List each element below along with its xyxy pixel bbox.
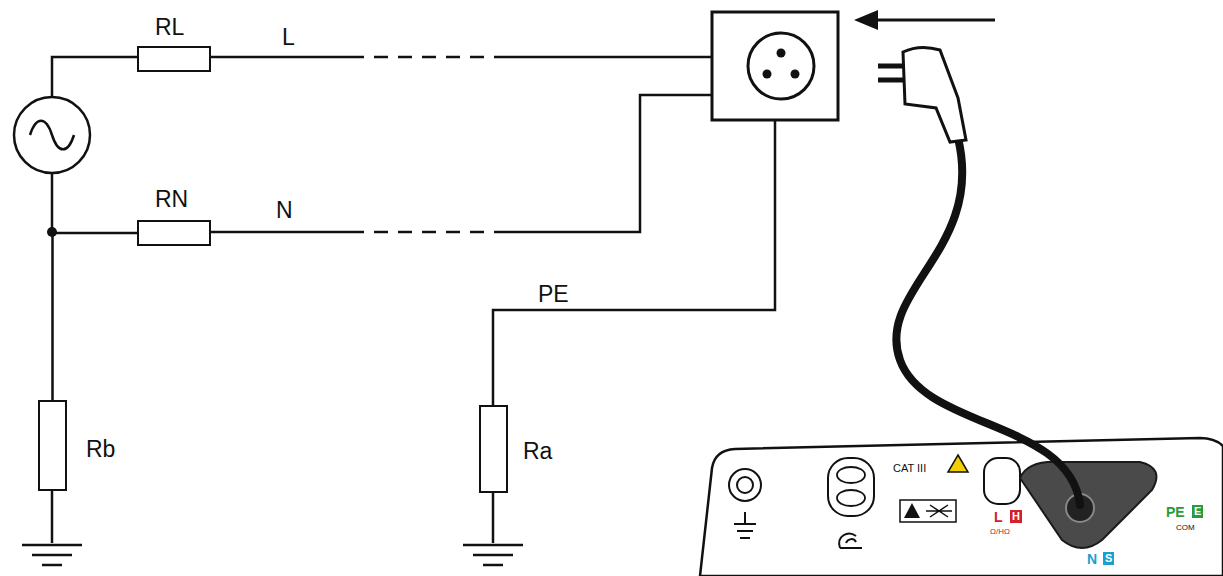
terminal-label: N [276, 199, 293, 222]
line-wire [210, 56, 712, 59]
earth-wire [492, 492, 495, 543]
test-plug-connector [1020, 462, 1156, 548]
neutral-wire [210, 95, 712, 232]
terminal-label: CAT III [893, 463, 926, 474]
ground-symbol [463, 545, 523, 565]
socket-outlet [712, 12, 838, 120]
fuse-symbol [926, 505, 952, 517]
terminal-label: L [282, 26, 295, 49]
resistor-label: RN [155, 188, 188, 211]
terminal-label: PE [1166, 505, 1185, 519]
warning-triangle [948, 455, 968, 472]
pe-wire [493, 120, 775, 405]
resistor-label: Ra [523, 440, 552, 463]
neutral-earth-wire [53, 233, 138, 400]
terminal-jack [729, 469, 761, 501]
ac-source [14, 97, 90, 173]
fuse-icon [900, 500, 956, 522]
test-cable [896, 138, 1080, 505]
resistor-symbol: RL [137, 46, 211, 72]
tester-panel [700, 438, 1223, 576]
resistor-label: RL [155, 16, 184, 39]
clamp-input-hole [837, 467, 865, 483]
socket-hole [763, 70, 772, 79]
neutral-wire-dashed [350, 231, 495, 234]
clamp-input-hole [837, 490, 865, 506]
terminal-label: N [1087, 552, 1097, 566]
resistor-symbol: Ra [479, 405, 508, 493]
terminal-label: S [1103, 552, 1114, 565]
sine-symbol [30, 121, 74, 150]
resistor-symbol: Rb [38, 400, 67, 491]
earth-terminal-symbol [734, 512, 756, 538]
terminal-socket [984, 458, 1020, 504]
socket-pin [777, 49, 786, 58]
junction-dot [47, 227, 57, 237]
mains-plug [903, 47, 966, 142]
resistor-label: Rb [86, 438, 115, 461]
socket-hole [791, 70, 800, 79]
terminal-label: H [1010, 510, 1022, 523]
neutral-wire [51, 173, 54, 232]
clamp-icon [839, 534, 862, 548]
line-wire [52, 57, 137, 97]
line-wire-dashed [350, 56, 495, 59]
clamp-input [828, 458, 874, 516]
terminal-label: COM [1176, 524, 1195, 532]
earth-wire [51, 490, 54, 543]
insert-arrow [872, 19, 995, 22]
ground-symbol [22, 545, 82, 565]
resistor-symbol: RN [137, 220, 211, 246]
terminal-jack [737, 477, 753, 493]
warning-triangle [904, 503, 920, 518]
arrow-head [854, 10, 878, 30]
terminal-label: E [1192, 505, 1203, 518]
socket-face [748, 33, 814, 99]
terminal-label: PE [538, 283, 569, 306]
terminal-label: L [994, 510, 1003, 524]
plug-prong [878, 66, 905, 80]
terminal-label: Ω/HΩ [990, 528, 1010, 536]
